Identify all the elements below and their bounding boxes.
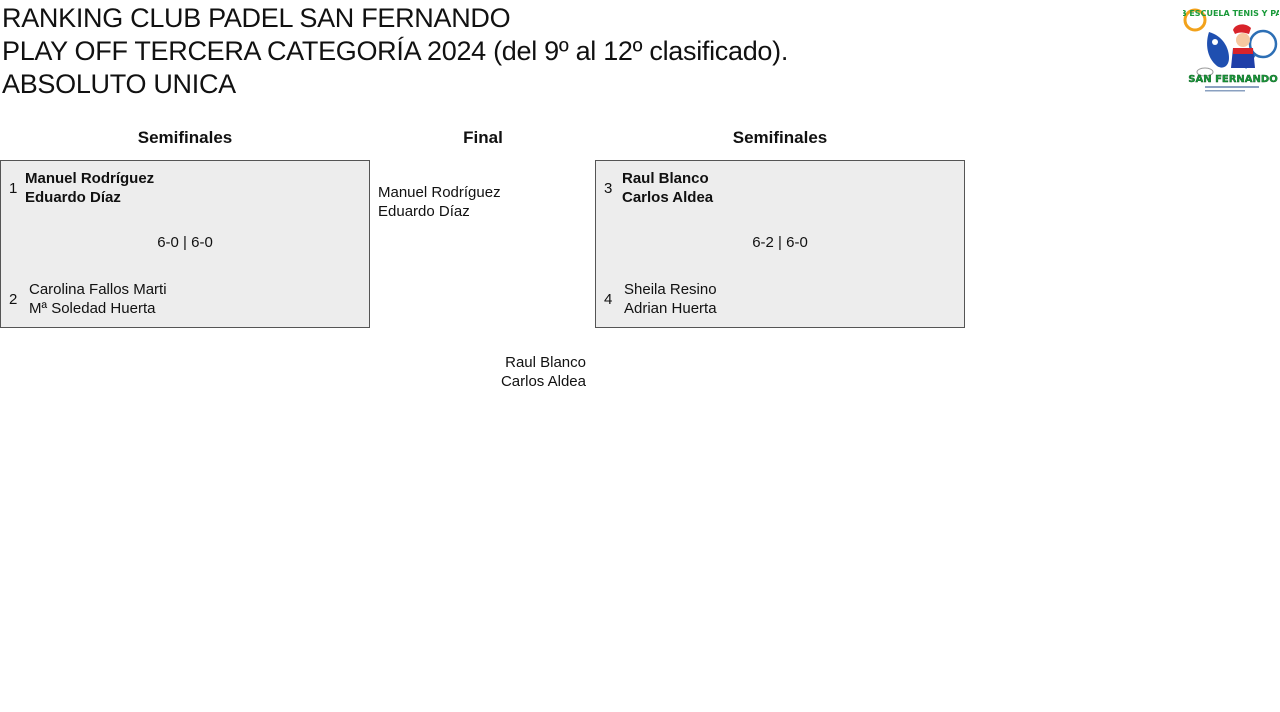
player-name: Eduardo Díaz [25,189,121,206]
round-header-final: Final [463,128,503,147]
player-name: Carolina Fallos Marti [29,281,167,298]
player-name: Adrian Huerta [624,300,717,317]
seed-number: 1 [9,180,18,197]
match-score: 6-0 | 6-0 [157,234,213,251]
semifinal-right-match[interactable]: 3 Raul Blanco Carlos Aldea 6-2 | 6-0 4 S… [595,160,965,328]
player-name: Carlos Aldea [500,373,586,390]
player-name: Manuel Rodríguez [378,184,501,201]
player-name: Manuel Rodríguez [25,170,155,187]
team-left-bottom: Carolina Fallos Marti Mª Soledad Huerta [29,280,167,318]
player-name: Sheila Resino [624,281,717,298]
player-name: Eduardo Díaz [378,203,470,220]
match-score: 6-2 | 6-0 [752,234,808,251]
team-left-top: Manuel Rodríguez Eduardo Díaz [25,169,154,207]
round-header-left-semifinals: Semifinales [137,128,233,147]
logo-top-text: CLUB ESCUELA TENIS Y PADEL [1183,9,1279,18]
team-right-bottom: Sheila Resino Adrian Huerta [624,280,717,318]
player-name: Carlos Aldea [622,189,714,206]
page-title: RANKING CLUB PADEL SAN FERNANDO PLAY OFF… [2,2,788,101]
seed-number: 4 [604,291,613,308]
logo-bottom-text: SAN FERNANDO [1188,74,1277,85]
title-line-3: ABSOLUTO UNICA [2,69,236,99]
seed-number: 2 [9,291,18,308]
player-name: Raul Blanco [622,170,709,187]
player-name: Raul Blanco [505,354,586,371]
final-team-a[interactable]: Manuel Rodríguez Eduardo Díaz [378,183,501,221]
semifinal-left-match[interactable]: 1 Manuel Rodríguez Eduardo Díaz 6-0 | 6-… [0,160,370,328]
team-right-top: Raul Blanco Carlos Aldea [622,169,713,207]
round-header-right-semifinals: Semifinales [732,128,828,147]
seed-number: 3 [604,180,613,197]
player-name: Mª Soledad Huerta [29,300,156,317]
title-line-1: RANKING CLUB PADEL SAN FERNANDO [2,3,511,33]
title-line-2: PLAY OFF TERCERA CATEGORÍA 2024 (del 9º … [2,36,789,66]
final-team-b[interactable]: Raul Blanco Carlos Aldea [486,353,586,391]
club-logo: CLUB ESCUELA TENIS Y PADEL SAN FERNANDO [1183,8,1279,92]
